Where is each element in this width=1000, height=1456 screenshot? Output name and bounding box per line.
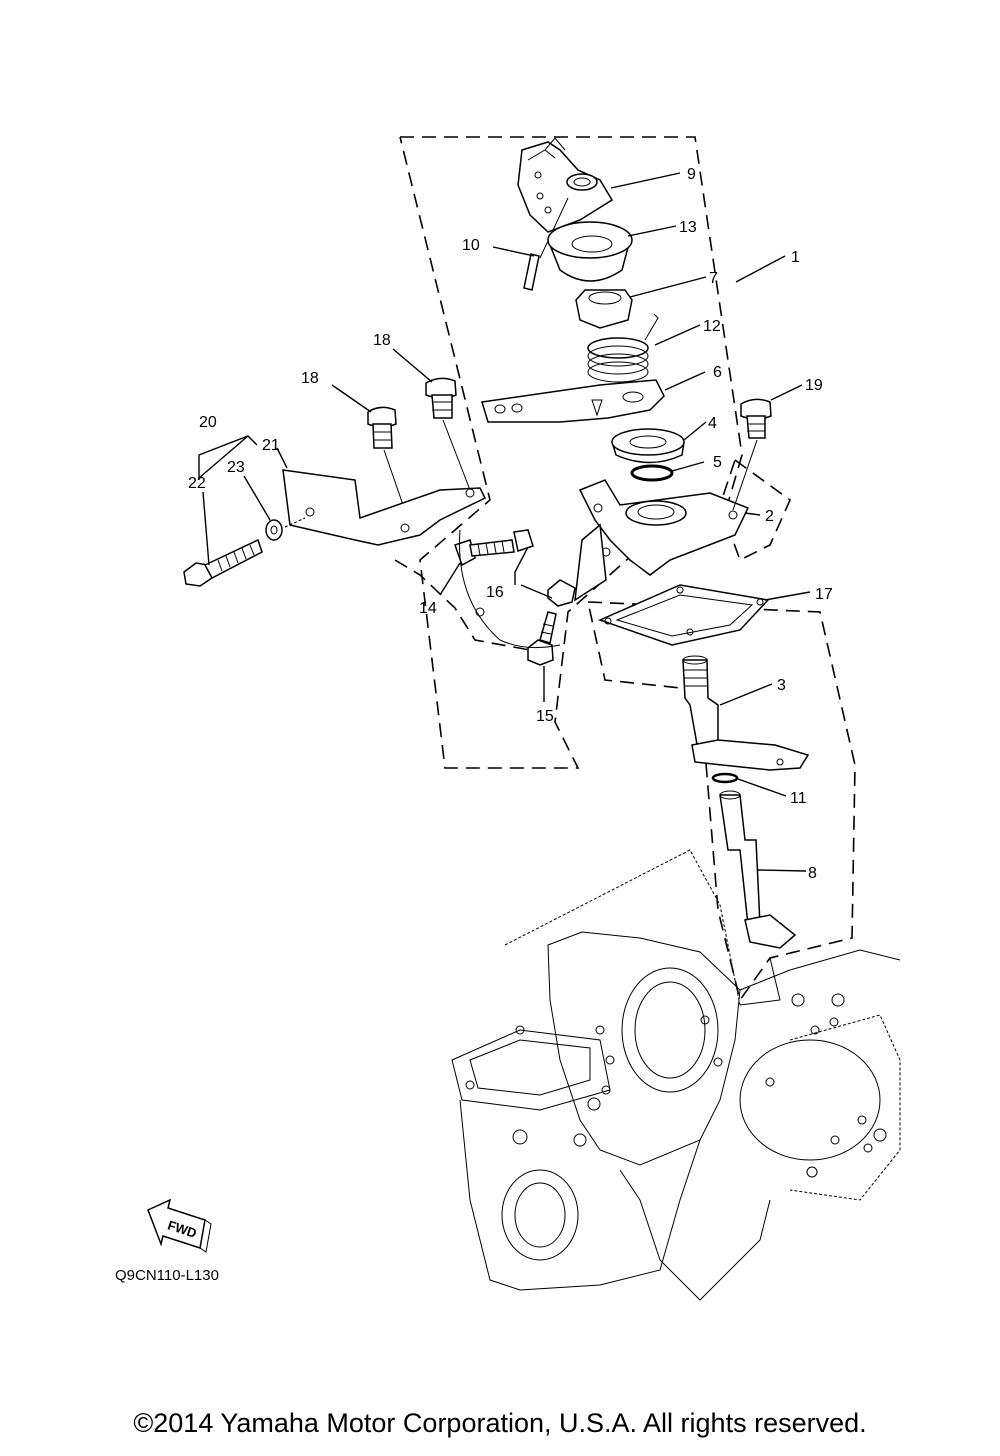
part-6-arm — [481, 379, 665, 423]
part-10-pin — [523, 197, 569, 291]
assembly-boundary-2 — [719, 458, 791, 562]
part-23-washer — [265, 517, 306, 541]
callout-2: 2 — [765, 508, 774, 525]
callout-14: 14 — [419, 600, 437, 617]
callout-8: 8 — [808, 865, 817, 882]
part-13-collar — [547, 221, 633, 282]
fwd-arrow-icon: FWD — [147, 1198, 212, 1253]
part-18-bolt-a — [367, 406, 411, 526]
callout-15: 15 — [536, 708, 554, 725]
callout-9: 9 — [687, 166, 696, 183]
callout-7: 7 — [709, 270, 718, 287]
part-19-bolt — [732, 398, 772, 511]
callout-10: 10 — [462, 237, 480, 254]
callout-22: 22 — [188, 475, 206, 492]
part-11-o-ring — [711, 772, 739, 784]
flange-outline — [459, 529, 561, 649]
drawing-code: Q9CN110-L130 — [115, 1267, 219, 1284]
part-7-nut — [575, 289, 633, 329]
part-16-nut-b — [547, 579, 576, 607]
leader-lines — [198, 172, 811, 872]
part-15-bolt — [527, 611, 557, 666]
callouts: 9 13 10 1 7 12 18 18 6 19 20 4 21 23 5 2… — [188, 166, 833, 882]
copyright-notice: ©2014 Yamaha Motor Corporation, U.S.A. A… — [133, 1408, 867, 1438]
callout-13: 13 — [679, 219, 697, 236]
part-14-bolt — [454, 539, 515, 567]
callout-16: 16 — [486, 584, 504, 601]
callout-4: 4 — [708, 415, 717, 432]
part-3-steering-shaft — [682, 655, 810, 771]
callout-18-b: 18 — [301, 370, 319, 387]
part-4-washer — [611, 428, 685, 464]
part-18-bolt-b — [425, 377, 471, 491]
assembly-boundary-left — [394, 559, 531, 651]
callout-21: 21 — [262, 437, 280, 454]
part-17-gasket — [597, 584, 770, 646]
part-5-o-ring — [630, 464, 674, 482]
callout-3: 3 — [777, 677, 786, 694]
part-2-housing — [574, 479, 750, 602]
callout-19: 19 — [805, 377, 823, 394]
part-22-bolt — [183, 538, 263, 587]
callout-17: 17 — [815, 586, 833, 603]
callout-18-a: 18 — [373, 332, 391, 349]
callout-20: 20 — [199, 414, 217, 431]
part-21-bracket — [282, 469, 487, 546]
callout-23: 23 — [227, 459, 245, 476]
part-9-lever-plate — [517, 137, 614, 233]
callout-1: 1 — [791, 249, 800, 266]
assembly-boundary-1 — [399, 136, 743, 769]
assembly-boundary-3 — [586, 601, 856, 1002]
callout-11: 11 — [790, 790, 807, 807]
part-16-nut-a — [513, 529, 534, 552]
callout-5: 5 — [713, 454, 722, 471]
engine-block — [451, 849, 901, 1301]
callout-12: 12 — [703, 318, 721, 335]
part-8-lower-shaft — [719, 790, 797, 949]
callout-6: 6 — [713, 364, 722, 381]
